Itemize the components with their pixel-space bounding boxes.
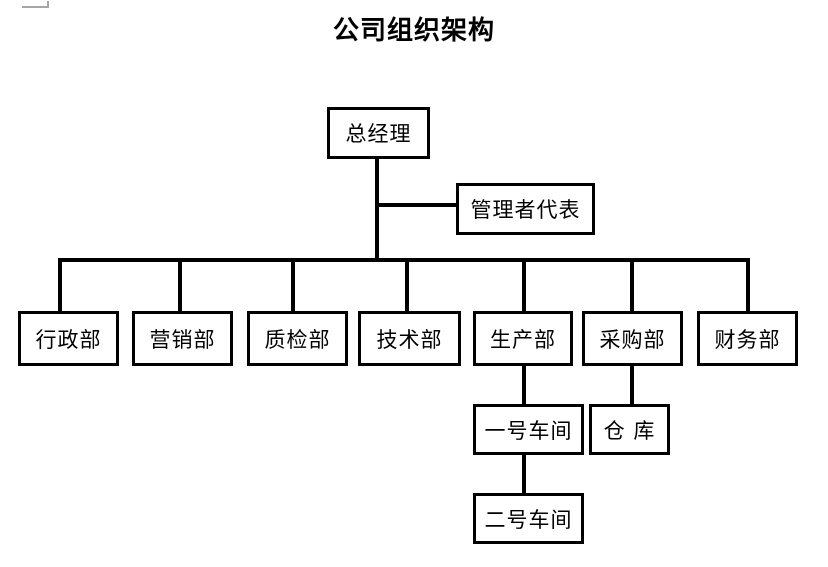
connector-bus-to-finance [746,260,750,311]
org-node-marketing-dept: 营销部 [132,311,233,366]
connector-workshop1-to-workshop2 [522,454,526,494]
org-node-workshop-1: 一号车间 [473,404,584,455]
org-node-administration-dept: 行政部 [18,311,119,366]
connector-department-bus [58,258,750,262]
connector-bus-to-administration [58,260,62,311]
connector-production-to-workshop1 [522,365,526,405]
org-node-finance-dept: 财务部 [697,311,798,366]
org-node-workshop-2: 二号车间 [473,493,584,544]
connector-ceo-to-representative [377,203,456,207]
connector-bus-to-technology [405,260,409,311]
connector-bus-to-purchasing [630,260,634,311]
org-node-general-manager: 总经理 [327,107,430,159]
org-node-production-dept: 生产部 [473,311,573,366]
text-boundary-corner-mark [22,6,49,8]
org-node-warehouse: 仓 库 [589,404,670,455]
org-node-quality-inspection-dept: 质检部 [247,311,348,366]
connector-ceo-to-bus [375,158,379,262]
text-boundary-corner-mark [47,1,49,8]
page-title: 公司组织架构 [332,16,495,46]
connector-purchasing-to-warehouse [630,365,634,405]
org-node-management-representative: 管理者代表 [456,183,595,235]
org-node-purchasing-dept: 采购部 [582,311,683,366]
connector-bus-to-quality [291,260,295,311]
connector-bus-to-production [522,260,526,311]
connector-bus-to-marketing [178,260,182,311]
org-node-technology-dept: 技术部 [358,311,461,366]
